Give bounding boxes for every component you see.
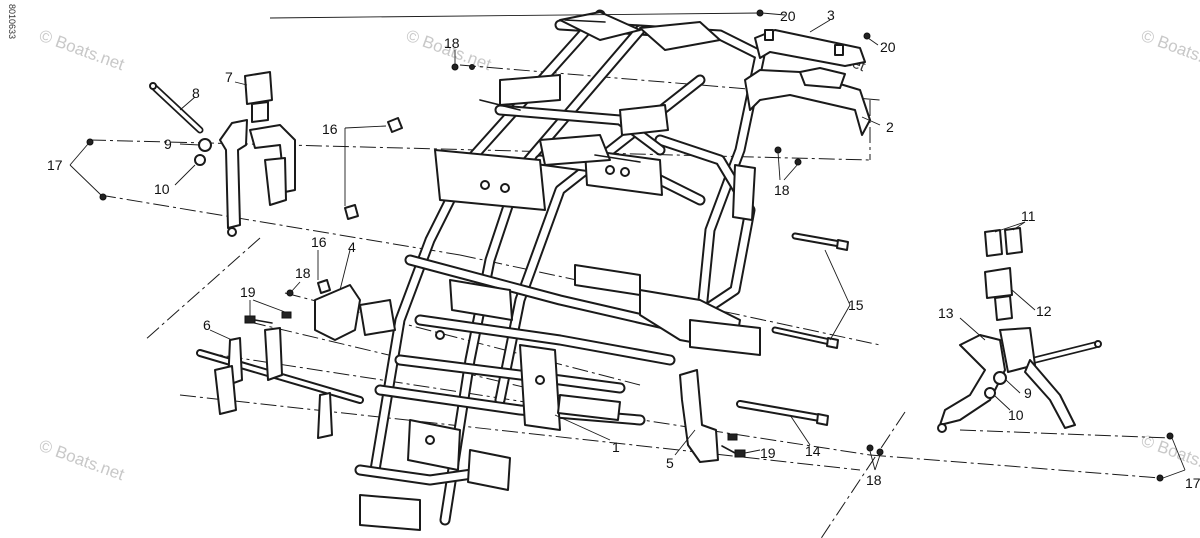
callout-17-right: 17: [1185, 475, 1200, 491]
document-id: 8010633: [7, 4, 17, 39]
right-pedal-assembly: [937, 227, 1174, 482]
callout-19-right: 19: [760, 445, 776, 461]
nut-part-10: [984, 387, 996, 399]
main-frame: [354, 9, 766, 531]
washer-part-9: [198, 138, 212, 152]
callout-18-top: 18: [444, 35, 460, 51]
switch-part-11: [984, 229, 1003, 257]
callout-4: 4: [348, 239, 356, 255]
callout-12: 12: [1036, 303, 1052, 319]
pivot-part-6: [196, 327, 364, 439]
callout-14: 14: [805, 443, 821, 459]
callout-19-left: 19: [240, 284, 256, 300]
upper-brackets: [744, 9, 871, 136]
callout-20-right: 20: [880, 39, 896, 55]
nuts-part-18: [286, 63, 884, 456]
callout-16-lower: 16: [311, 234, 327, 250]
callout-9-left: 9: [164, 136, 172, 152]
callout-18-left: 18: [295, 265, 311, 281]
bushings-part-16: [317, 117, 403, 294]
callout-8: 8: [192, 85, 200, 101]
shafts: [736, 232, 849, 426]
callout-18-bottom: 18: [866, 472, 882, 488]
callout-17-left: 17: [47, 157, 63, 173]
bracket-part-3: [754, 29, 866, 67]
watermark: © Boats.net: [1139, 26, 1200, 74]
watermark: © Boats.net: [37, 436, 127, 484]
watermark: © Boats.net: [37, 26, 127, 74]
callout-10-right: 10: [1008, 407, 1024, 423]
screw-part-20: [863, 32, 871, 40]
callout-15: 15: [848, 297, 864, 313]
bracket-part-4: [314, 284, 396, 341]
callout-3: 3: [827, 7, 835, 23]
washer-part-9: [993, 371, 1007, 385]
callout-1: 1: [612, 439, 620, 455]
leader-lines: [69, 12, 1186, 479]
callout-20-top: 20: [780, 8, 796, 24]
bracket-part-5: [679, 369, 719, 463]
switch-part-7: [244, 71, 273, 105]
callout-18-right: 18: [774, 182, 790, 198]
bolt-part-17: [1166, 432, 1174, 440]
bolt-part-17: [99, 193, 107, 201]
pedal-part-13: [939, 334, 1006, 426]
bolt-part-17: [1156, 474, 1164, 482]
callouts: 1 2 3 4 5 6 7 8 9 9 10 10 11 12 13 14 15…: [47, 7, 1200, 491]
callout-16-upper: 16: [322, 121, 338, 137]
switch-part-12: [984, 267, 1013, 299]
callout-9-right: 9: [1024, 385, 1032, 401]
callout-13: 13: [938, 305, 954, 321]
callout-6: 6: [203, 317, 211, 333]
bolt-part-17: [86, 138, 94, 146]
callout-2: 2: [886, 119, 894, 135]
callout-10-left: 10: [154, 181, 170, 197]
callout-7: 7: [225, 69, 233, 85]
nut-part-10: [194, 154, 206, 166]
callout-5: 5: [666, 455, 674, 471]
callout-11: 11: [1021, 208, 1036, 224]
left-pedal-assembly: [86, 71, 296, 237]
bolts-part-19: [244, 311, 746, 458]
